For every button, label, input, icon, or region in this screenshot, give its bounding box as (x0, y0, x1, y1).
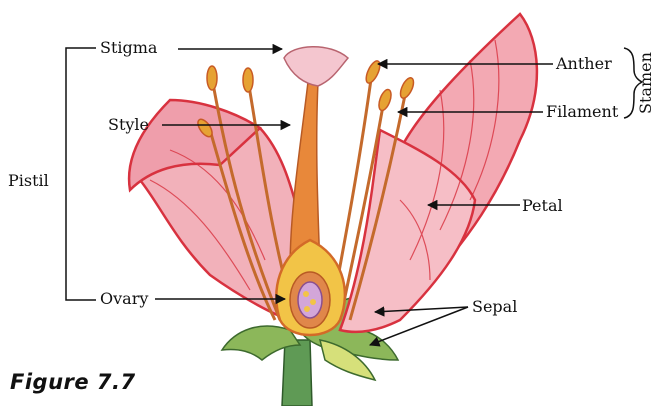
anther-label: Anther (556, 56, 612, 72)
filament-label: Filament (546, 104, 618, 120)
flower-stalk (282, 340, 312, 406)
ovary-label: Ovary (100, 291, 148, 307)
sepal-label: Sepal (472, 299, 517, 315)
pistil-label: Pistil (8, 173, 49, 189)
stamen-label: Stamen (638, 52, 654, 114)
petal-label: Petal (522, 198, 563, 214)
stigma (284, 47, 348, 86)
stigma-label: Stigma (100, 40, 157, 56)
style-label: Style (108, 117, 149, 133)
pistil-bracket (66, 48, 96, 300)
figure-caption: Figure 7.7 (10, 370, 136, 394)
